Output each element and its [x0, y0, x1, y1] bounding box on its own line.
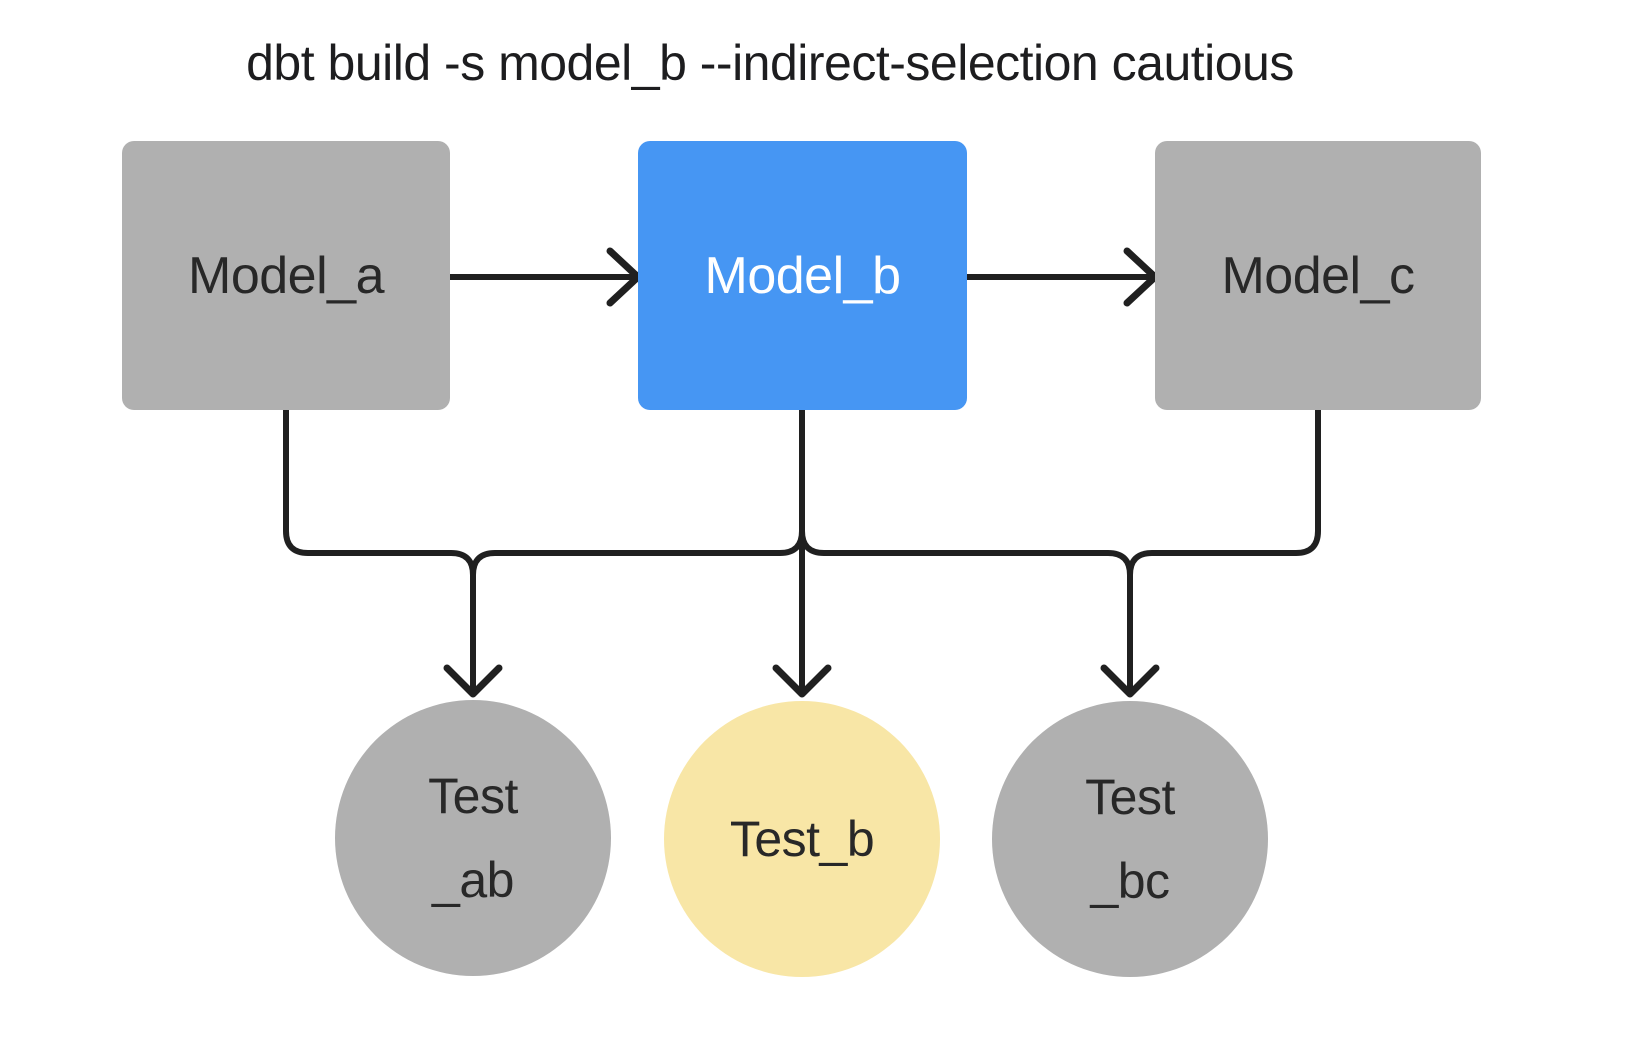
- node-model-a: Model_a: [122, 141, 450, 410]
- edge-model-c-to-test-bc: [1127, 407, 1321, 695]
- node-test-ab-label-line1: Test: [428, 768, 518, 824]
- edge-model-a-to-test-ab: [283, 407, 476, 695]
- node-test-bc: Test _bc: [992, 701, 1268, 977]
- node-test-bc-label-line1: Test: [1085, 769, 1175, 825]
- node-test-ab: Test _ab: [335, 700, 611, 976]
- edge-model-b-to-test-bc: [799, 407, 1133, 695]
- node-model-b-label: Model_b: [704, 246, 901, 305]
- arrowhead-test-bc-icon: [1100, 664, 1160, 698]
- node-test-b-label: Test_b: [729, 811, 875, 867]
- node-test-b: Test_b: [664, 701, 940, 977]
- edge-model-b-to-test-ab: [470, 407, 805, 695]
- node-model-c-label: Model_c: [1221, 246, 1415, 305]
- node-model-a-label: Model_a: [188, 246, 384, 305]
- node-test-bc-label-line2: _bc: [1090, 853, 1170, 909]
- node-model-b: Model_b: [638, 141, 967, 410]
- diagram-title: dbt build -s model_b --indirect-selectio…: [246, 35, 1294, 91]
- node-model-c: Model_c: [1155, 141, 1481, 410]
- node-test-ab-label-line2: _ab: [432, 852, 514, 908]
- arrowhead-test-ab-icon: [443, 664, 503, 698]
- arrowhead-test-b-icon: [772, 664, 832, 698]
